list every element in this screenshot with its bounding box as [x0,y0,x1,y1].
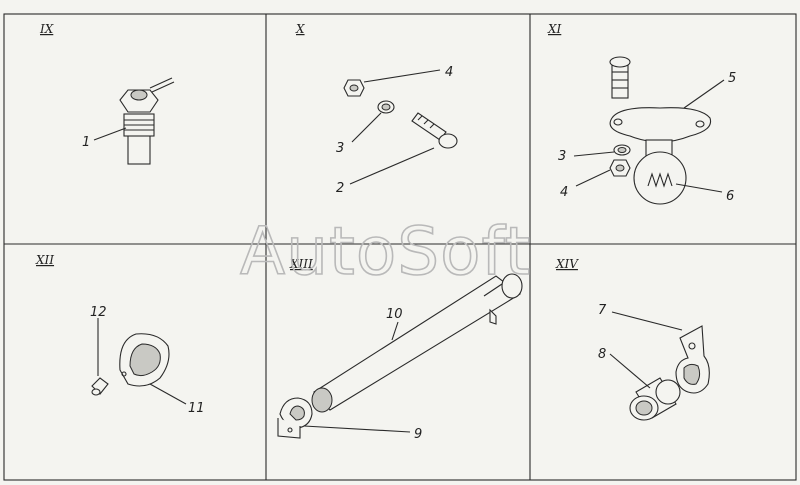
leader-line-8 [609,353,651,389]
callout-8: 8 [598,347,606,362]
panel-label-xi: XI [547,22,562,36]
callout-5: 5 [728,71,736,86]
callout-4-panel-xi: 4 [560,185,568,200]
watermark-text: AutoSoft [240,213,531,290]
lamp-plate-part-5 [609,107,712,143]
panel-grid [3,13,797,481]
leader-line-5 [683,79,725,109]
callout-1: 1 [82,135,90,150]
leader-line-3b [573,151,615,157]
sleeve-part-8 [629,377,681,421]
clamp-part-9 [277,397,313,439]
callout-7: 7 [598,303,607,318]
washer-part-3 [377,100,395,114]
leader-line-9 [303,425,411,433]
callout-6: 6 [726,189,734,204]
leader-line-2 [349,147,435,185]
clamp-part-11 [119,333,170,387]
panel-label-ix: IX [39,22,54,36]
outer-frame [3,13,797,481]
screw-part [609,56,631,99]
callout-10: 10 [386,307,403,322]
pin-part-12 [91,377,109,396]
panel-label-xiii: XIII [289,257,313,271]
nut-part-4-lamp [609,159,631,177]
nut-part-4 [343,79,365,97]
lamp-bulb-part-6 [633,139,687,205]
leader-line-6 [675,183,723,193]
callout-11: 11 [188,401,205,416]
callout-4-panel-x: 4 [445,65,453,80]
tube-part-10 [311,273,523,413]
callout-3-panel-x: 3 [336,141,344,156]
callout-12: 12 [90,305,107,320]
leader-line-1 [93,127,127,141]
bolt-part-2 [411,112,458,149]
callout-2: 2 [336,181,344,196]
panel-label-x: X [295,22,305,36]
bracket-part-7 [675,325,710,394]
leader-line-11 [149,383,187,405]
callout-3-panel-xi: 3 [558,149,566,164]
panel-label-xiv: XIV [555,257,579,271]
leader-line-4a [363,69,441,83]
leader-line-4b [575,169,611,187]
washer-part-3-lamp [613,144,631,156]
callout-9: 9 [414,427,422,442]
leader-line-7 [611,311,683,331]
leader-line-10 [391,321,399,341]
sensor-part-1 [119,77,175,165]
leader-line-3a [351,112,382,143]
panel-label-xii: XII [35,253,54,267]
